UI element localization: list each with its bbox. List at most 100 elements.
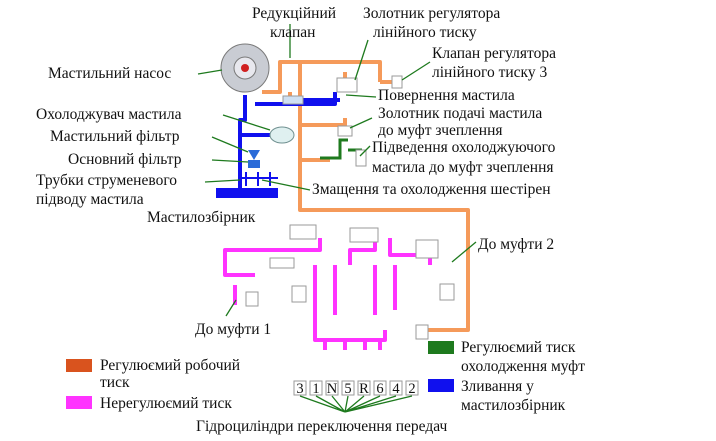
- shift-position-n: N: [327, 381, 338, 397]
- cylinder-box-1: [309, 380, 323, 396]
- shift-cylinders-label: Гідроциліндри переключення передач: [196, 418, 447, 435]
- pump-suction-line: [238, 95, 247, 190]
- shift-valve-f: [439, 283, 455, 301]
- supply-spool-label-2: до муфт зчеплення: [378, 122, 503, 139]
- regulator-valve-label-1: Клапан регулятора: [432, 45, 556, 62]
- legend-swatch-regulated: [66, 359, 92, 372]
- shift-valve-b: [349, 227, 379, 243]
- regulator-valve-shape: [391, 75, 403, 89]
- regulator-spool-shape: [336, 77, 358, 93]
- shift-valve-d: [269, 257, 295, 269]
- shift-position-1: 1: [312, 381, 319, 397]
- pointer-clutch-1: [225, 299, 237, 317]
- main-filter-label: Основний фільтр: [68, 151, 182, 168]
- pointer-gear-lubrication: [261, 179, 311, 191]
- gear-shift-cylinders: 3 1 N 5 R 6 4 2: [293, 380, 419, 397]
- legend-swatch-drain: [428, 379, 454, 392]
- pointer-lines: [197, 24, 477, 413]
- reducing-valve-label-1: Редукційний: [252, 5, 336, 22]
- reducing-valve-shape: [282, 95, 304, 105]
- shift-position-2: 2: [408, 381, 415, 397]
- to-clutch-2-label: До муфти 2: [478, 236, 554, 253]
- pointer-oil-filter: [211, 136, 249, 153]
- legend-swatch-unregulated: [66, 396, 92, 409]
- cylinder-box-r: [357, 380, 371, 396]
- drain-lines: [216, 92, 340, 198]
- sump-block: [216, 188, 278, 198]
- cooling-supply-label-1: Підведення охолоджуючого: [372, 139, 556, 156]
- regulator-spool-label-2: лінійного тиску: [373, 24, 477, 41]
- pointer-supply-spool: [349, 117, 373, 129]
- oil-filter-label: Мастильний фільтр: [50, 128, 180, 145]
- regulator-spool-label-1: Золотник регулятора: [363, 5, 500, 22]
- cooling-supply-label-2: мастила до муфт зчеплення: [372, 159, 554, 176]
- legend-text-cooling-2: охолодження муфт: [461, 358, 585, 375]
- oil-return-label: Повернення мастила: [378, 87, 515, 104]
- jet-tubes-label-1: Трубки струменевого: [36, 172, 177, 189]
- pointer-oil-return: [345, 94, 377, 98]
- manifold-left: [313, 305, 360, 342]
- pointer-jet-tubes: [204, 179, 241, 183]
- regulator-valve-label-2: лінійного тиску 3: [432, 64, 547, 81]
- labels: Редукційний клапан Золотник регулятора л…: [36, 5, 556, 435]
- oil-cooler-shape: [269, 126, 295, 144]
- upper-middle-line: [348, 238, 377, 265]
- pointer-clutch-2: [451, 241, 477, 263]
- clutch-1-valve: [245, 291, 259, 307]
- return-line: [255, 92, 337, 106]
- cylinder-box-5: [341, 380, 355, 396]
- legend: Регулюємий робочий тиск Нерегулюємий тис…: [66, 339, 585, 414]
- to-clutch-1-label: До муфти 1: [195, 321, 271, 338]
- pointer-oil-cooler: [222, 114, 271, 131]
- supply-spool-label-1: Золотник подачі мастила: [378, 105, 542, 122]
- cylinder-box-4: [389, 380, 403, 396]
- pump-to-regulator-line: [262, 60, 382, 94]
- cylinder-box-n: [325, 380, 339, 396]
- oil-cooler-label: Охолоджувач мастила: [36, 106, 182, 123]
- cooling-spool-shape: [355, 149, 367, 167]
- legend-text-regulated-2: тиск: [100, 374, 130, 391]
- cylinder-box-6: [373, 380, 387, 396]
- shift-position-3: 3: [296, 381, 303, 397]
- cylinder-box-2: [405, 380, 419, 396]
- shift-position-6: 6: [376, 381, 383, 397]
- shift-valve-e: [291, 285, 307, 303]
- shift-valve-a: [289, 224, 317, 240]
- sump-label: Мастилозбірник: [147, 209, 256, 226]
- gear-lubrication-label: Змащення та охолодження шестірен: [312, 181, 551, 198]
- legend-text-regulated-1: Регулюємий робочий: [100, 357, 240, 374]
- pointer-regulator-spool: [354, 39, 369, 81]
- pointer-oil-pump: [197, 69, 223, 75]
- shift-valve-c: [415, 239, 439, 259]
- components: [220, 43, 455, 340]
- unregulated-pressure-lines: [223, 238, 432, 350]
- legend-swatch-cooling: [428, 341, 454, 354]
- shift-position-5: 5: [344, 381, 351, 397]
- legend-text-unregulated: Нерегулюємий тиск: [100, 395, 232, 412]
- oil-pump-center: [241, 64, 249, 72]
- cooling-supply-line: [320, 138, 348, 160]
- pointer-shift-cylinders: [299, 395, 413, 413]
- upper-left-line: [223, 238, 322, 277]
- legend-text-drain-1: Зливання у: [461, 378, 534, 395]
- main-filter-shape: [248, 160, 260, 168]
- jet-tubes-label-2: підводу мастила: [36, 191, 144, 208]
- shift-position-r: R: [359, 381, 369, 397]
- legend-text-cooling-1: Регулюємий тиск: [461, 339, 576, 356]
- reducing-valve-label-2: клапан: [270, 24, 315, 41]
- manifold-outlets: [323, 340, 382, 350]
- oil-filter-shape: [248, 150, 260, 160]
- manifold-right: [360, 330, 387, 342]
- legend-text-drain-2: мастилозбірник: [461, 397, 566, 414]
- pointer-cooling-supply: [359, 145, 371, 157]
- pointer-regulator-valve: [401, 61, 431, 81]
- pointer-main-filter: [211, 159, 249, 163]
- regulated-pressure-lines: [262, 60, 470, 332]
- oil-pump-label: Мастильний насос: [48, 65, 171, 82]
- supply-branch: [300, 118, 347, 127]
- supply-spool-shape: [337, 125, 353, 137]
- clutch-2-valve: [415, 324, 429, 340]
- upper-right-line: [388, 238, 432, 265]
